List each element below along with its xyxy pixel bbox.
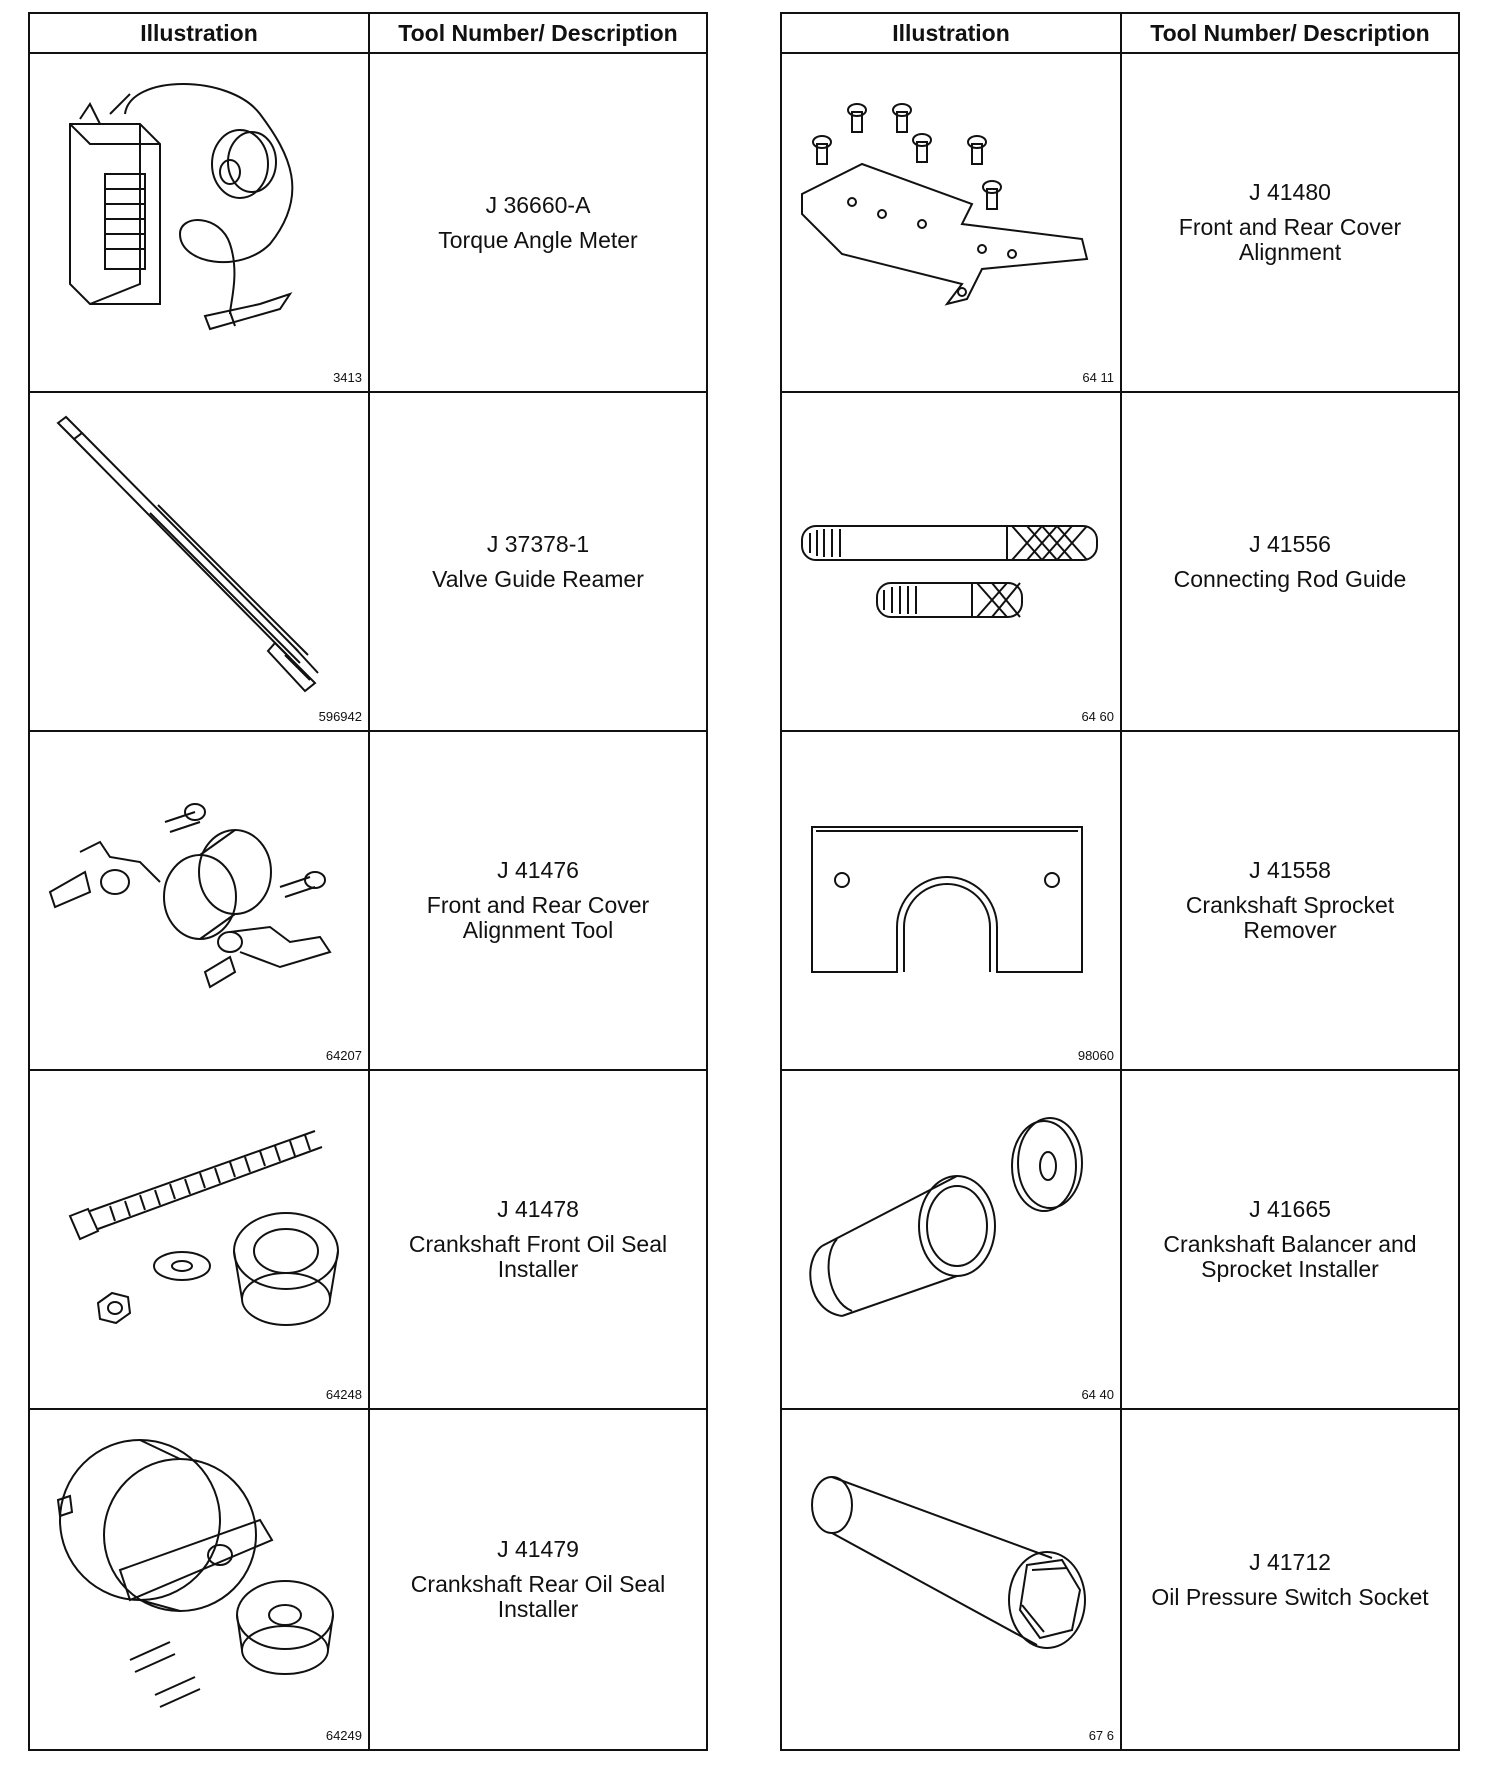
figure-number: 64249 xyxy=(325,1728,362,1743)
oil-pressure-switch-socket-illustration xyxy=(782,1410,1118,1747)
connecting-rod-guide-illustration xyxy=(782,393,1118,730)
table-row: 596942 J 37378-1 Valve Guide Reamer xyxy=(30,393,706,732)
tool-table-left: Illustration Tool Number/ Description 34… xyxy=(28,12,708,1751)
tool-description-cell: J 41476 Front and Rear Cover Alignment T… xyxy=(370,732,706,1069)
figure-number: 64248 xyxy=(325,1387,362,1402)
figure-number: 3413 xyxy=(333,370,362,385)
tool-description: Torque Angle Meter xyxy=(438,226,638,253)
tool-description-cell: J 41556 Connecting Rod Guide xyxy=(1122,393,1458,730)
tool-number: J 41478 xyxy=(497,1196,579,1222)
figure-number: 64 60 xyxy=(1081,709,1114,724)
figure-number: 596942 xyxy=(318,709,362,724)
illustration-cell: 64249 xyxy=(30,1410,370,1749)
table-row: 64207 J 41476 Front and Rear Cover Align… xyxy=(30,732,706,1071)
table-row: 64248 J 41478 Crankshaft Front Oil Seal … xyxy=(30,1071,706,1410)
valve-guide-reamer-illustration xyxy=(30,393,366,730)
tool-number: J 37378-1 xyxy=(486,530,590,557)
header-illustration: Illustration xyxy=(30,14,370,52)
tool-description: Oil Pressure Switch Socket xyxy=(1151,1583,1429,1610)
tool-description: Crankshaft Rear Oil Seal Installer xyxy=(410,1571,666,1622)
illustration-cell: 67 6 xyxy=(782,1410,1122,1749)
tool-description: Crankshaft Front Oil Seal Installer xyxy=(408,1231,668,1282)
tool-number: J 41480 xyxy=(1249,179,1331,205)
figure-number: 64 40 xyxy=(1081,1387,1114,1402)
header-tool-description: Tool Number/ Description xyxy=(1150,19,1430,46)
tool-number: J 41556 xyxy=(1249,530,1331,557)
illustration-cell: 64 11 xyxy=(782,54,1122,391)
illustration-cell: 64248 xyxy=(30,1071,370,1408)
tool-number: J 41558 xyxy=(1249,857,1331,883)
table-header: Illustration Tool Number/ Description xyxy=(30,14,706,54)
tool-description-cell: J 41479 Crankshaft Rear Oil Seal Install… xyxy=(370,1410,706,1749)
tool-description: Crankshaft Sprocket Remover xyxy=(1185,892,1395,943)
torque-angle-meter-illustration xyxy=(30,54,366,391)
tool-number: J 41712 xyxy=(1249,1548,1331,1575)
rear-oil-seal-installer-illustration xyxy=(30,1410,366,1747)
header-tool-description: Tool Number/ Description xyxy=(398,19,678,46)
tool-description-cell: J 36660-A Torque Angle Meter xyxy=(370,54,706,391)
illustration-cell: 64 40 xyxy=(782,1071,1122,1408)
tool-description: Valve Guide Reamer xyxy=(432,565,644,592)
figure-number: 64 11 xyxy=(1082,370,1114,385)
table-row: 98060 J 41558 Crankshaft Sprocket Remove… xyxy=(782,732,1458,1071)
tool-description: Connecting Rod Guide xyxy=(1173,565,1407,592)
tool-number: J 41479 xyxy=(497,1536,579,1562)
illustration-cell: 596942 xyxy=(30,393,370,730)
table-row: 67 6 J 41712 Oil Pressure Switch Socket xyxy=(782,1410,1458,1749)
figure-number: 67 6 xyxy=(1088,1728,1114,1743)
tool-description: Front and Rear Cover Alignment xyxy=(1178,214,1402,265)
illustration-cell: 3413 xyxy=(30,54,370,391)
table-row: 64 60 J 41556 Connecting Rod Guide xyxy=(782,393,1458,732)
table-row: 3413 J 36660-A Torque Angle Meter xyxy=(30,54,706,393)
illustration-cell: 64207 xyxy=(30,732,370,1069)
table-header: Illustration Tool Number/ Description xyxy=(782,14,1458,54)
table-row: 64 40 J 41665 Crankshaft Balancer and Sp… xyxy=(782,1071,1458,1410)
figure-number: 98060 xyxy=(1077,1048,1114,1063)
tool-number: J 41476 xyxy=(497,857,579,883)
balancer-installer-illustration xyxy=(782,1071,1118,1408)
header-illustration: Illustration xyxy=(782,14,1122,52)
cover-alignment-plate-illustration xyxy=(782,54,1118,391)
tool-description-cell: J 41478 Crankshaft Front Oil Seal Instal… xyxy=(370,1071,706,1408)
tool-description-cell: J 37378-1 Valve Guide Reamer xyxy=(370,393,706,730)
figure-number: 64207 xyxy=(325,1048,362,1063)
illustration-cell: 64 60 xyxy=(782,393,1122,730)
illustration-cell: 98060 xyxy=(782,732,1122,1069)
sprocket-remover-illustration xyxy=(782,732,1118,1069)
tool-description: Crankshaft Balancer and Sprocket Install… xyxy=(1163,1231,1417,1282)
table-row: 64 11 J 41480 Front and Rear Cover Align… xyxy=(782,54,1458,393)
tool-number: J 36660-A xyxy=(485,191,591,218)
tool-description-cell: J 41480 Front and Rear Cover Alignment xyxy=(1122,54,1458,391)
tool-description-cell: J 41558 Crankshaft Sprocket Remover xyxy=(1122,732,1458,1069)
tool-description-cell: J 41665 Crankshaft Balancer and Sprocket… xyxy=(1122,1071,1458,1408)
table-row: 64249 J 41479 Crankshaft Rear Oil Seal I… xyxy=(30,1410,706,1749)
cover-alignment-tool-illustration xyxy=(30,732,366,1069)
tool-number: J 41665 xyxy=(1249,1196,1331,1222)
tool-description: Front and Rear Cover Alignment Tool xyxy=(426,892,650,943)
tool-description-cell: J 41712 Oil Pressure Switch Socket xyxy=(1122,1410,1458,1749)
front-oil-seal-installer-illustration xyxy=(30,1071,366,1408)
tool-table-right: Illustration Tool Number/ Description 64… xyxy=(780,12,1460,1751)
